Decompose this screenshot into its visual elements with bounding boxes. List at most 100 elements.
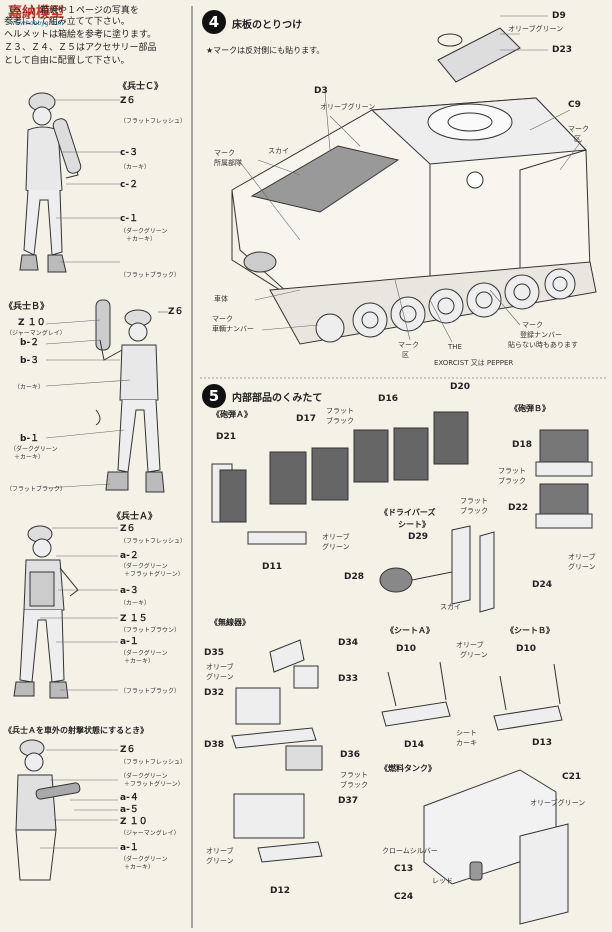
label-d20: D20 (450, 382, 470, 392)
label-d17: D17 (296, 414, 316, 424)
vehicle-hull (231, 27, 597, 345)
color-note: オリーブ (456, 641, 484, 649)
color-note: カーキ (456, 739, 477, 747)
soldier-b-title: 《兵士Ｂ》 (4, 302, 50, 312)
color-note: ＋フラットグリーン） (124, 781, 184, 788)
soldier-a-title: 《兵士Ａ》 (112, 512, 158, 522)
color-note: フラット (340, 771, 368, 779)
color-note: （ダークグリーン (120, 650, 168, 657)
color-note: （ダークグリーン (120, 856, 168, 863)
color-note: ブラック (498, 477, 526, 485)
label-d3: D3 (314, 86, 328, 96)
color-note: グリーン (206, 673, 234, 681)
step-5-title: 内部部品のくみたて (232, 393, 323, 404)
intro-note-4: Ｚ３、Ｚ４、Ｚ５はアクセサリー部品 (4, 43, 157, 53)
driver-seat-title: 《ドライバーズ (380, 508, 436, 517)
label-a4: a-４ (120, 793, 139, 803)
label-c24: C24 (394, 892, 414, 902)
color-note: オリーブ (206, 663, 234, 671)
color-note: （フラットブラック） (6, 486, 67, 493)
mark-label: 貼らない時もあります (508, 341, 578, 349)
soldier-c-title: 《兵士Ｃ》 (118, 82, 164, 92)
intro-note-5: として自由に配置して下さい。 (4, 56, 130, 66)
color-note: ＋カーキ） (124, 864, 155, 871)
label-a1: a-１ (120, 843, 139, 853)
label-a5: a-５ (120, 805, 139, 815)
color-note: グリーン (460, 651, 488, 659)
fuel-tank (423, 769, 569, 925)
label-d12: D12 (270, 886, 290, 896)
driver-seat (379, 525, 495, 613)
color-note: （カーキ） (120, 164, 151, 171)
color-note: ブラック (326, 417, 354, 425)
mark-label: 車輌ナンバー (212, 325, 254, 333)
label-d9: D9 (552, 11, 566, 21)
color-note: （カーキ） (14, 384, 45, 391)
color-note: （フラットフレッシュ） (120, 759, 187, 766)
radio-set (231, 639, 323, 863)
label-c9: C9 (568, 100, 581, 110)
color-note: ＋フラットグリーン） (124, 571, 184, 578)
label-d16: D16 (378, 394, 398, 404)
label-d11: D11 (262, 562, 282, 572)
color-note: フラット (498, 467, 526, 475)
mark-label: THE (448, 343, 462, 351)
label-z15: Z １５ (120, 614, 148, 624)
color-note: オリーブ (322, 533, 350, 541)
label-a1: a-１ (120, 637, 139, 647)
fuel-tank-title: 《燃料タンク》 (380, 764, 436, 773)
color-note: グリーン (322, 543, 350, 551)
color-note: （フラットフレッシュ） (120, 118, 187, 125)
label-b1: b-１ (20, 434, 40, 444)
label-d23: D23 (552, 45, 572, 55)
color-note: シート (456, 729, 477, 737)
label-z10: Z １０ (18, 318, 46, 328)
mark-label: 区 (402, 351, 409, 359)
label-b2: b-２ (20, 338, 40, 348)
driver-seat-title: シート》 (398, 520, 430, 529)
color-note: （ダークグリーン (120, 563, 168, 570)
label-z6: Z６ (120, 96, 136, 106)
color-note: グリーン (206, 857, 234, 865)
step-5-badge: 5 (202, 384, 226, 408)
label-d13: D13 (532, 738, 552, 748)
color-note: ＋カーキ） (124, 658, 155, 665)
ammo-rack-b (535, 429, 593, 529)
color-note: （ダークグリーン (120, 773, 168, 780)
ammo-rack-a (211, 411, 469, 545)
label-d36: D36 (340, 750, 360, 760)
color-note: ブラック (460, 507, 488, 515)
color-note: （フラットフレッシュ） (120, 538, 187, 545)
mark-label: マーク (522, 321, 543, 329)
step-4-title: 床板のとりつけ (232, 20, 303, 31)
label-d14: D14 (404, 740, 424, 750)
seat-a (381, 661, 451, 727)
label-d18: D18 (512, 440, 532, 450)
ammo-a-title: 《砲弾Ａ》 (212, 410, 252, 419)
intro-note-2: 参考にして組み立てて下さい。 (4, 17, 130, 27)
label-d34: D34 (338, 638, 358, 648)
mark-label: マーク (398, 341, 419, 349)
label-d24: D24 (532, 580, 552, 590)
label-b3: b-３ (20, 356, 40, 366)
ammo-b-title: 《砲弾Ｂ》 (510, 404, 550, 413)
color-note: スカイ (440, 603, 461, 611)
soldier-a-figure (13, 525, 79, 699)
color-note: オリーブ (568, 553, 596, 561)
color-note: クロームシルバー (382, 847, 438, 855)
intro-note-1: （ヘ…）箱絵や１ページの写真を (4, 6, 139, 16)
watermark-logo: 嘉納模型 (8, 5, 64, 21)
color-note: （フラットブラウン） (120, 627, 181, 634)
mark-label: マーク (212, 315, 233, 323)
label-z6: Z６ (120, 745, 136, 755)
seat-b (493, 663, 563, 731)
label-c1: c-１ (120, 214, 139, 224)
label-d29: D29 (408, 532, 428, 542)
color-note: （フラットブラック） (120, 688, 181, 695)
mark-label: 登録ナンバー (520, 331, 562, 339)
step-4-badge: 4 (202, 10, 226, 34)
label-d21: D21 (216, 432, 236, 442)
watermark-url: www.hobbyg.com (10, 20, 64, 27)
radio-title: 《無線器》 (210, 618, 250, 627)
